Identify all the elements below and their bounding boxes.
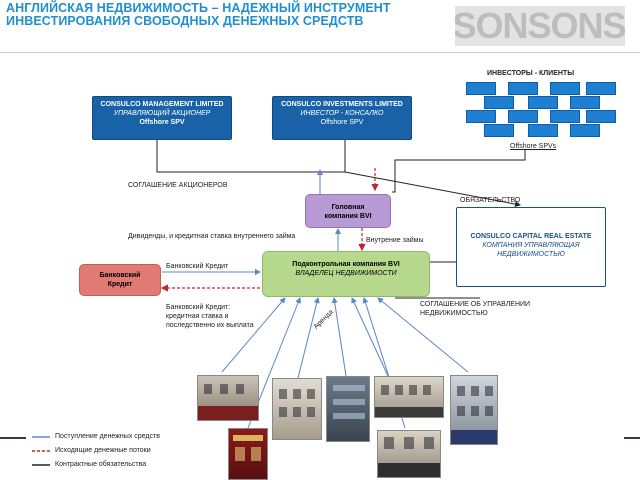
investors-caption: Offshore SPVs: [510, 143, 557, 150]
cre-line-2: КОМПАНИЯ УПРАВЛЯЮЩАЯ: [482, 242, 580, 249]
investments-role: ИНВЕСТОР - КОНСАЛКО: [300, 110, 384, 117]
investor-spv-block: [508, 82, 538, 95]
investments-type: Offshore SPV: [320, 119, 364, 126]
investor-spv-block: [466, 110, 496, 123]
property-photo: [272, 378, 322, 440]
investor-spv-block: [508, 110, 538, 123]
rent-arrow-5: [351, 297, 389, 377]
bank-line-1: Банковский: [99, 272, 141, 279]
investor-spv-block: [484, 96, 514, 109]
bank-repay-label-2: кредитная ставка и: [166, 313, 229, 320]
footer-bar-right: [624, 437, 640, 439]
bank-credit-label: Банковский Кредит: [166, 263, 229, 270]
property-photo: [450, 375, 498, 445]
investor-spv-block: [586, 110, 616, 123]
investor-spv-block: [484, 124, 514, 137]
management-box: CONSULCO MANAGEMENT LIMITED УПРАВЛЯЮЩИЙ …: [92, 96, 232, 140]
investor-spv-block: [528, 96, 558, 109]
shareholders-agreement-line: [156, 140, 346, 173]
cre-line-1: CONSULCO CAPITAL REAL ESTATE: [470, 233, 592, 240]
footer-bar-left: [0, 437, 26, 439]
bvi-line-1: Подконтрольная компания BVI: [292, 261, 400, 268]
investor-spv-block: [466, 82, 496, 95]
dividends-label: Дивиденды, и кредитная ставка внутреннег…: [128, 233, 296, 240]
internal-loans-label: Внутрение займы: [366, 237, 424, 244]
header-divider: [0, 52, 640, 53]
investor-spv-block: [528, 124, 558, 137]
obligation-line: [344, 171, 521, 208]
shareholders-agreement-label: СОГЛАШЕНИЕ АКЦИОНЕРОВ: [128, 182, 228, 189]
property-photo: [326, 376, 370, 442]
investors-to-holding-line: [392, 150, 526, 193]
obligation-label: ОБЯЗАТЕЛЬСТВО: [460, 197, 521, 204]
bvi-line-2: ВЛАДЕЛЕЦ НЕДВИЖИМОСТИ: [295, 270, 397, 277]
investor-spv-block: [586, 82, 616, 95]
company-logo: NSONSONSO: [455, 6, 625, 46]
investor-spv-block: [570, 124, 600, 137]
holding-line-2: компания BVI: [324, 213, 372, 220]
bank-credit-box: Банковский Кредит: [79, 264, 161, 296]
management-type: Offshore SPV: [139, 119, 185, 126]
logo-text: NSONSONSO: [455, 6, 625, 46]
investors-title: ИНВЕСТОРЫ - КЛИЕНТЫ: [487, 70, 575, 77]
legend-contract: Контрактные обязательства: [55, 461, 147, 468]
legend-money-out: Исходящие денежные потоки: [55, 447, 151, 454]
page-title: АНГЛИЙСКАЯ НЕДВИЖИМОСТЬ – НАДЕЖНЫЙ ИНСТР…: [6, 1, 391, 28]
investor-spv-block: [550, 82, 580, 95]
investor-spv-block: [550, 110, 580, 123]
mgmt-agreement-label-2: НЕДВИЖИМОСТЬЮ: [420, 310, 488, 317]
rent-arrow-3: [297, 297, 320, 379]
bank-line-2: Кредит: [107, 281, 133, 288]
rent-arrow-1: [221, 297, 286, 373]
investments-name: CONSULCO INVESTMENTS LIMITED: [281, 101, 403, 108]
property-photo: [374, 376, 444, 418]
mgmt-agreement-label-1: СОГЛАШЕНИЕ ОБ УПРАВЛЕНИИ: [420, 301, 531, 308]
investors-grid: [466, 82, 616, 142]
investments-box: CONSULCO INVESTMENTS LIMITED ИНВЕСТОР - …: [272, 96, 412, 140]
property-photo: [377, 430, 441, 478]
property-photo: [197, 375, 259, 421]
holding-company-box: Головная компания BVI: [305, 194, 391, 228]
legend-money-in: Поступление денежных средств: [55, 433, 160, 440]
rent-arrow-4: [331, 297, 347, 377]
management-name: CONSULCO MANAGEMENT LIMITED: [100, 101, 224, 108]
cre-company-box: CONSULCO CAPITAL REAL ESTATE КОМПАНИЯ УП…: [456, 207, 606, 287]
management-role: УПРАВЛЯЮЩИЙ АКЦИОНЕР: [113, 110, 211, 117]
bank-repay-label-1: Банковский Кредит:: [166, 304, 231, 311]
holding-line-1: Головная: [331, 204, 365, 211]
rent-arrow-7: [377, 297, 469, 373]
bvi-subsidiary-box: Подконтрольная компания BVI ВЛАДЕЛЕЦ НЕД…: [262, 251, 430, 297]
bank-repay-label-3: последственно их выплата: [166, 322, 254, 329]
investor-spv-block: [570, 96, 600, 109]
property-photo: [228, 428, 268, 480]
cre-line-3: НЕДВИЖИМОСТЬЮ: [497, 251, 565, 258]
